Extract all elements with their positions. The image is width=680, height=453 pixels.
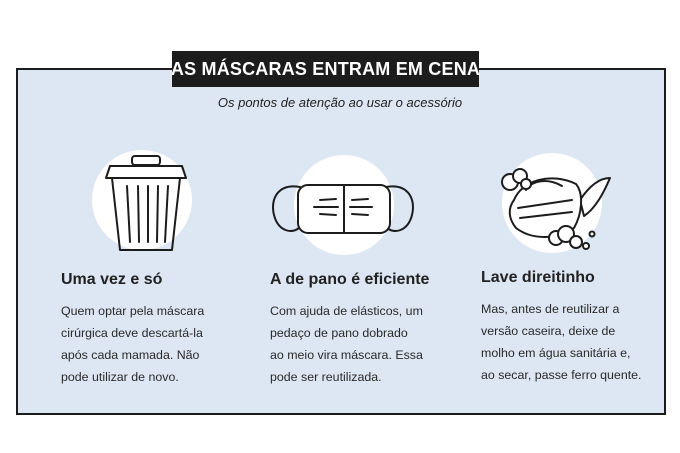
face-mask-icon (272, 155, 414, 255)
subtitle: Os pontos de atenção ao usar o acessório (217, 95, 463, 110)
card-title: Lave direitinho (481, 269, 595, 286)
trash-can-icon (92, 150, 192, 251)
card-title: A de pano é eficiente (270, 271, 430, 288)
washing-mask-bubbles-icon (501, 153, 611, 253)
card-title: Uma vez e só (61, 271, 163, 288)
card-text: Com ajuda de elásticos, um pedaço de pan… (270, 304, 423, 384)
page-title: AS MÁSCARAS ENTRAM EM CENA (171, 51, 480, 87)
card-text: Quem optar pela máscara cirúrgica deve d… (61, 304, 205, 384)
card-text: Mas, antes de reutilizar a versão caseir… (481, 302, 642, 382)
